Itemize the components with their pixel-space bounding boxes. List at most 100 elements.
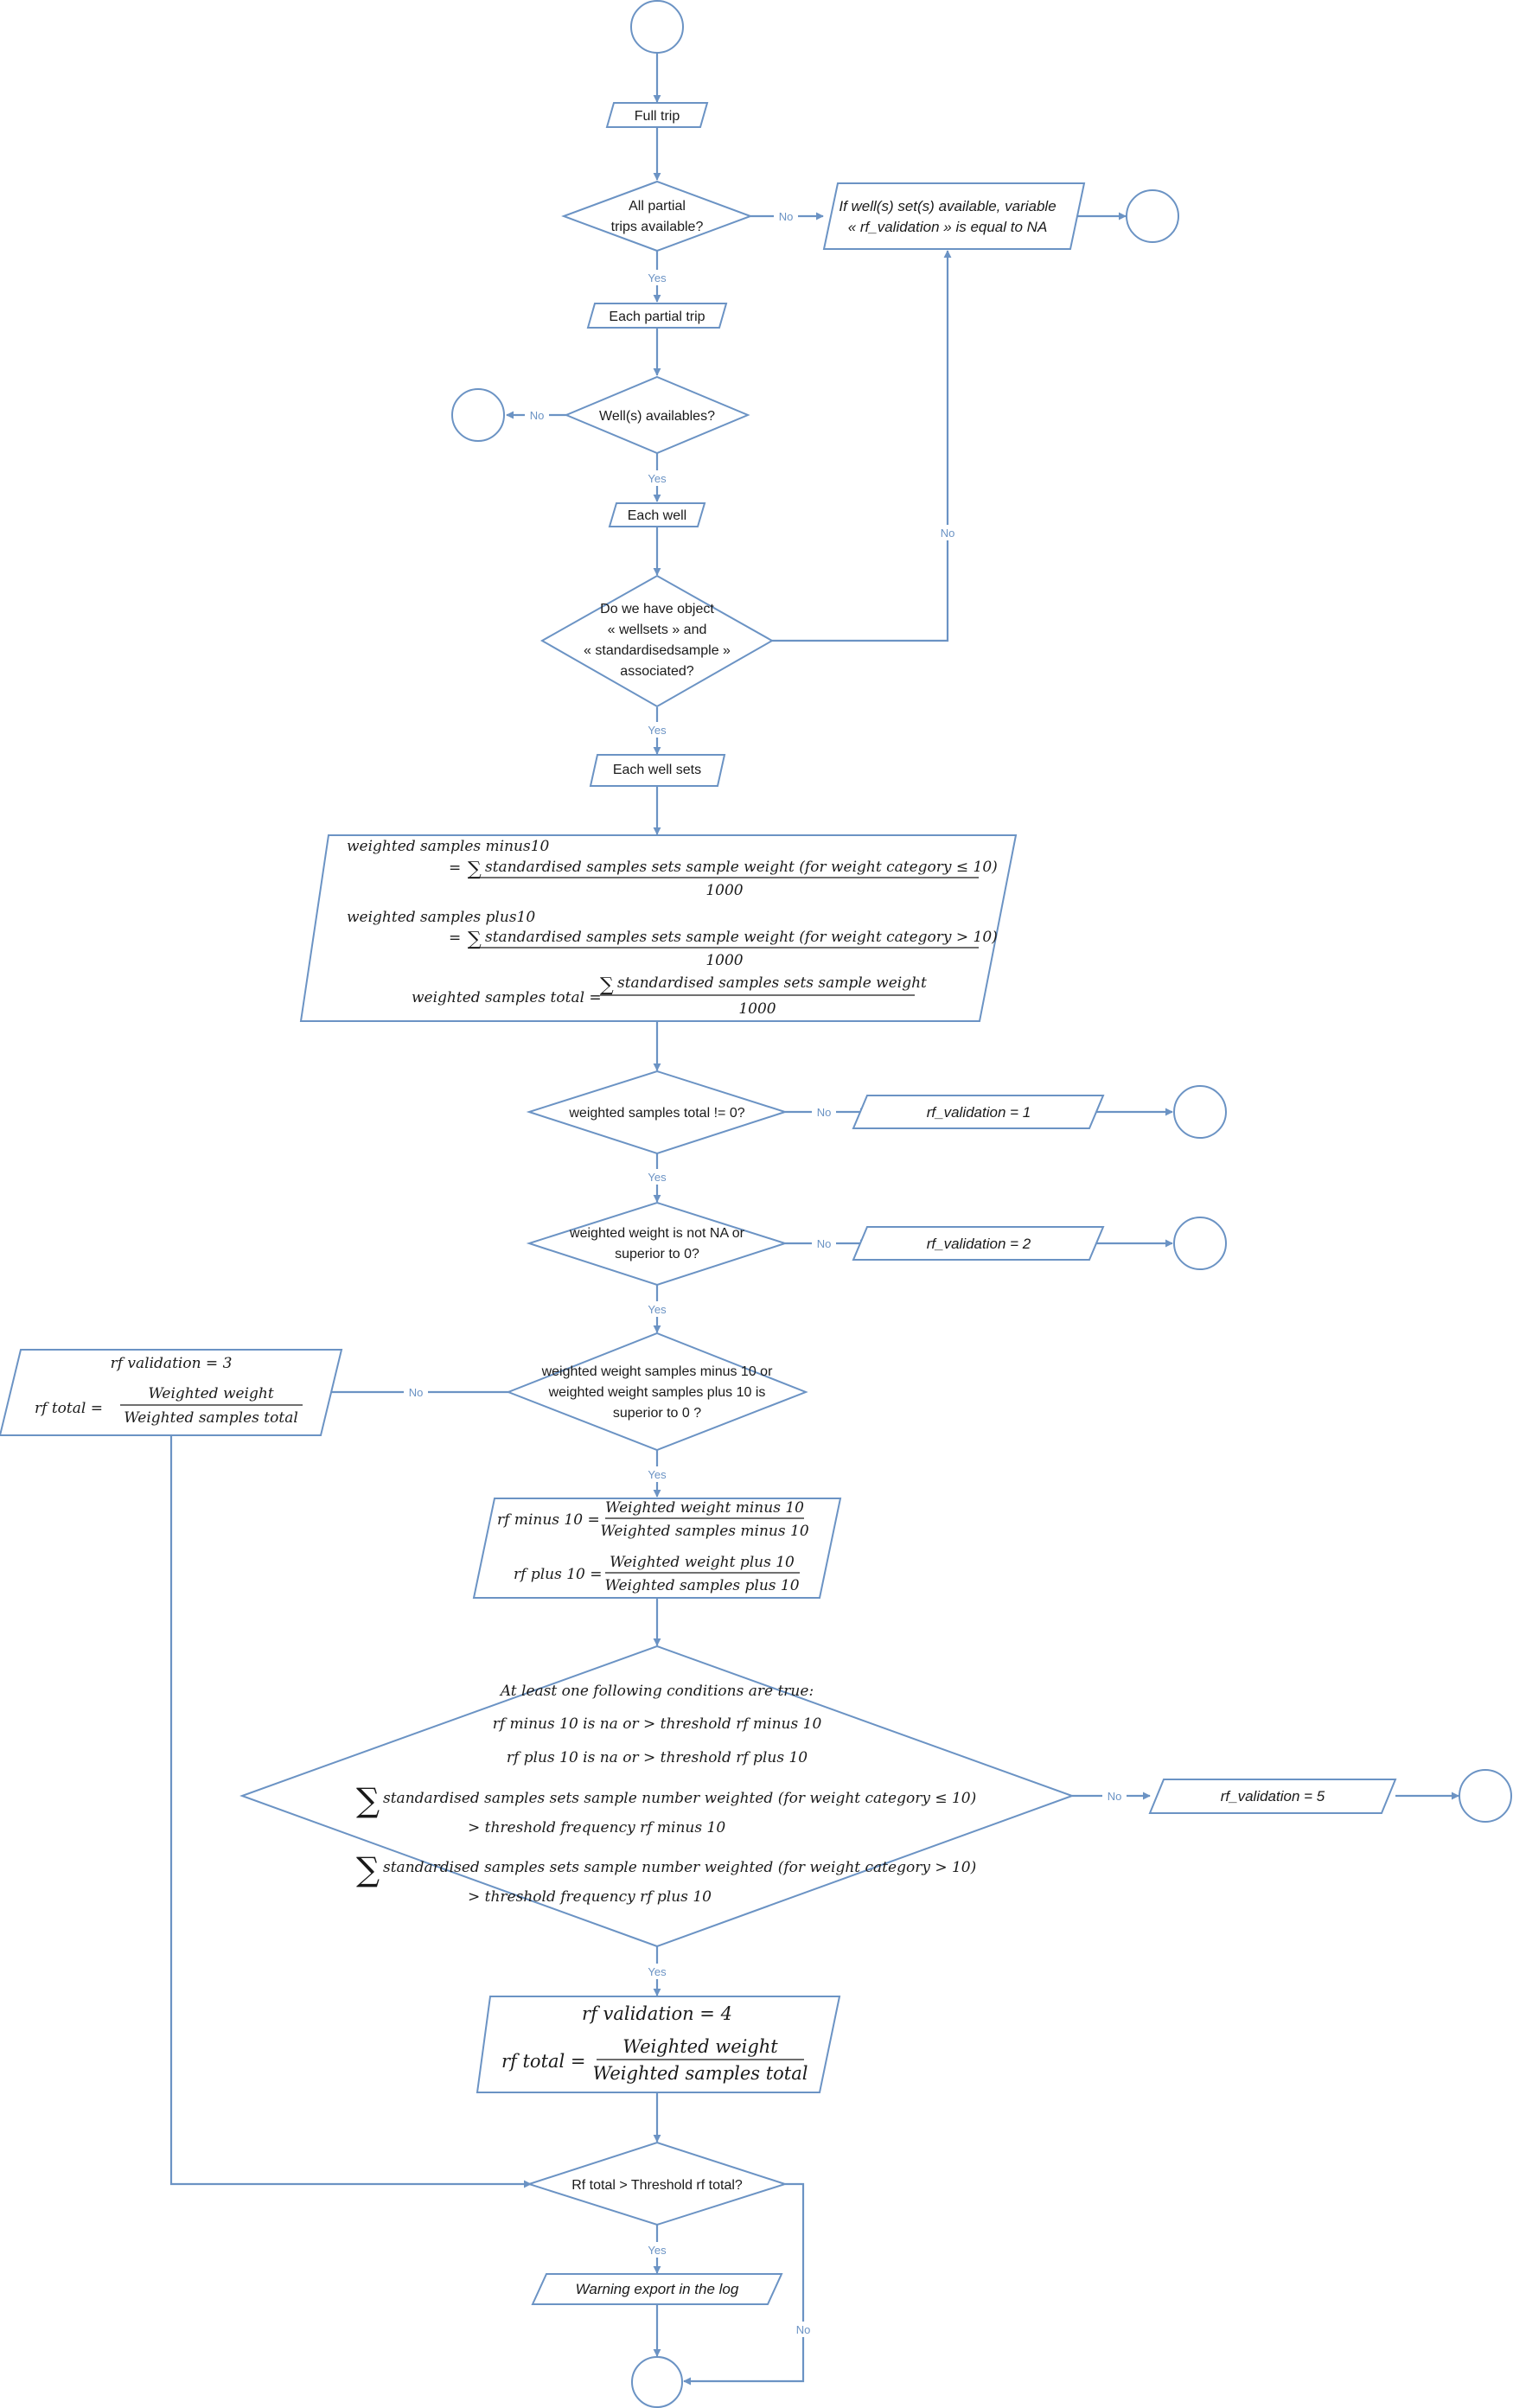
node-rf-minus-plus: rf minus 10 = Weighted weight minus 10 W… xyxy=(472,1498,842,1599)
edge-label-yes: Yes xyxy=(648,472,667,485)
svg-text:> threshold frequency rf minus: > threshold frequency rf minus 10 xyxy=(468,1819,725,1836)
node-rf-validation-1: rf_validation = 1 xyxy=(852,1095,1105,1129)
edge-label-no: No xyxy=(530,409,545,422)
svg-text:Warning export in the log: Warning export in the log xyxy=(576,2281,739,2297)
svg-text:trips available?: trips available? xyxy=(611,220,704,234)
svg-text:associated?: associated? xyxy=(620,664,693,679)
node-weight-not-na: weighted weight is not NA or superior to… xyxy=(526,1201,788,1287)
node-each-well-sets: Each well sets xyxy=(589,754,726,787)
svg-text:rf_validation = 2: rf_validation = 2 xyxy=(927,1236,1031,1252)
svg-text:If well(s) set(s) available, v: If well(s) set(s) available, variable xyxy=(839,198,1056,214)
node-rf-validation-2: rf_validation = 2 xyxy=(852,1226,1105,1261)
svg-text:=: = xyxy=(449,929,461,947)
svg-text:rf_validation = 5: rf_validation = 5 xyxy=(1221,1788,1325,1804)
edge-threshold-no xyxy=(683,2182,805,2386)
node-each-well: Each well xyxy=(608,502,706,527)
svg-text:Each partial trip: Each partial trip xyxy=(609,310,705,324)
node-wells-available: Well(s) availables? xyxy=(564,375,750,455)
svg-text:rf minus 10 =: rf minus 10 = xyxy=(497,1511,600,1529)
svg-text:∑: ∑ xyxy=(356,1781,380,1819)
edge-label-no: No xyxy=(941,527,955,540)
svg-text:Weighted samples total: Weighted samples total xyxy=(593,2063,808,2084)
node-rf-validation-5: rf_validation = 5 xyxy=(1148,1779,1397,1814)
svg-text:Each well: Each well xyxy=(628,508,686,523)
edge-label-yes: Yes xyxy=(648,1303,667,1316)
svg-text:weighted samples total =: weighted samples total = xyxy=(412,989,602,1006)
svg-text:rf minus 10 is na or > thresho: rf minus 10 is na or > threshold rf minu… xyxy=(493,1715,822,1733)
end-terminal xyxy=(451,388,505,442)
node-each-partial-trip: Each partial trip xyxy=(586,303,728,329)
node-if-well-sets-na: If well(s) set(s) available, variable « … xyxy=(822,182,1086,250)
svg-text:standardised samples sets samp: standardised samples sets sample weight xyxy=(617,974,927,992)
end-terminal xyxy=(631,2356,683,2408)
svg-text:weighted samples plus10: weighted samples plus10 xyxy=(347,909,535,926)
end-terminal xyxy=(1173,1085,1227,1139)
svg-text:∑: ∑ xyxy=(468,929,482,950)
edge-label-yes: Yes xyxy=(648,2244,667,2257)
edge-label-no: No xyxy=(796,2323,811,2336)
edge-label-no: No xyxy=(817,1106,832,1119)
svg-text:Each well sets: Each well sets xyxy=(613,763,701,777)
edge-label-no: No xyxy=(1108,1790,1122,1803)
svg-text:standardised samples sets samp: standardised samples sets sample weight … xyxy=(485,929,998,946)
node-rf-validation-3: rf validation = 3 rf total = Weighted we… xyxy=(0,1349,343,1436)
edge-objects-no xyxy=(772,250,952,642)
svg-text:Weighted weight: Weighted weight xyxy=(148,1385,273,1402)
svg-text:All partial: All partial xyxy=(629,199,686,214)
svg-text:« rf_validation » is equal to: « rf_validation » is equal to NA xyxy=(848,219,1048,235)
edge-label-no: No xyxy=(779,210,794,223)
svg-text:rf plus 10 is na or > threshol: rf plus 10 is na or > threshold rf plus … xyxy=(507,1749,808,1766)
svg-text:superior to 0?: superior to 0? xyxy=(615,1247,699,1261)
edge-label-yes: Yes xyxy=(648,1965,667,1978)
svg-text:rf validation = 4: rf validation = 4 xyxy=(582,2003,732,2024)
edge-label-yes: Yes xyxy=(648,1468,667,1481)
svg-text:∑: ∑ xyxy=(356,1850,380,1888)
node-threshold-rf-total: Rf total > Threshold rf total? xyxy=(526,2141,788,2226)
svg-text:standardised samples sets samp: standardised samples sets sample number … xyxy=(383,1859,976,1876)
terminals xyxy=(451,0,1512,2408)
svg-text:standardised samples sets samp: standardised samples sets sample number … xyxy=(383,1790,976,1807)
svg-text:Weighted samples total: Weighted samples total xyxy=(124,1409,298,1427)
node-rf-validation-4: rf validation = 4 rf total = Weighted we… xyxy=(476,1996,841,2093)
edge-label-yes: Yes xyxy=(648,271,667,284)
svg-text:Weighted weight minus 10: Weighted weight minus 10 xyxy=(605,1499,804,1517)
svg-text:Well(s) availables?: Well(s) availables? xyxy=(599,409,715,424)
svg-text:1000: 1000 xyxy=(738,1000,776,1018)
svg-text:At least one following conditi: At least one following conditions are tr… xyxy=(499,1683,814,1700)
svg-text:Do we have object: Do we have object xyxy=(600,602,714,616)
svg-text:rf_validation = 1: rf_validation = 1 xyxy=(927,1104,1031,1121)
svg-text:Weighted weight plus 10: Weighted weight plus 10 xyxy=(610,1554,795,1571)
svg-text:weighted samples minus10: weighted samples minus10 xyxy=(347,838,550,855)
edge-rf3-to-threshold xyxy=(169,1435,532,2188)
svg-text:∑: ∑ xyxy=(600,974,614,996)
edge-label-yes: Yes xyxy=(648,724,667,737)
edge-label-no: No xyxy=(817,1237,832,1250)
edge-label-yes: Yes xyxy=(648,1171,667,1184)
svg-text:weighted weight samples minus: weighted weight samples minus 10 or xyxy=(541,1364,773,1379)
svg-text:« wellsets » and: « wellsets » and xyxy=(608,623,707,637)
svg-text:weighted weight is not NA or: weighted weight is not NA or xyxy=(569,1226,745,1241)
svg-text:1000: 1000 xyxy=(705,952,743,969)
node-weighted-samples-formulas: weighted samples minus10 = ∑ standardise… xyxy=(299,834,1018,1022)
svg-text:=: = xyxy=(449,859,461,877)
svg-text:rf validation = 3: rf validation = 3 xyxy=(111,1355,233,1372)
svg-text:> threshold frequency rf plus: > threshold frequency rf plus 10 xyxy=(468,1888,712,1906)
svg-text:standardised samples sets samp: standardised samples sets sample weight … xyxy=(485,859,998,876)
node-total-not-zero: weighted samples total != 0? xyxy=(526,1070,788,1155)
svg-text:∑: ∑ xyxy=(468,859,482,880)
node-all-partial-trips: All partial trips available? xyxy=(561,180,753,252)
node-objects-associated: Do we have object « wellsets » and « sta… xyxy=(539,574,775,708)
node-warning-export: Warning export in the log xyxy=(531,2273,783,2305)
edge-label-no: No xyxy=(409,1386,424,1399)
node-full-trip: Full trip xyxy=(605,102,709,128)
svg-text:rf plus 10 =: rf plus 10 = xyxy=(514,1566,603,1583)
node-threshold-conditions: At least one following conditions are tr… xyxy=(239,1645,1075,1948)
end-terminal xyxy=(1459,1769,1512,1823)
start-terminal xyxy=(630,0,684,54)
edge-labels: No Yes No Yes No Yes No Yes No Yes No Ye… xyxy=(404,208,1127,2337)
end-terminal xyxy=(1126,189,1179,243)
svg-text:Full trip: Full trip xyxy=(635,109,680,124)
svg-text:weighted samples total != 0?: weighted samples total != 0? xyxy=(568,1106,744,1121)
svg-text:1000: 1000 xyxy=(705,882,743,899)
